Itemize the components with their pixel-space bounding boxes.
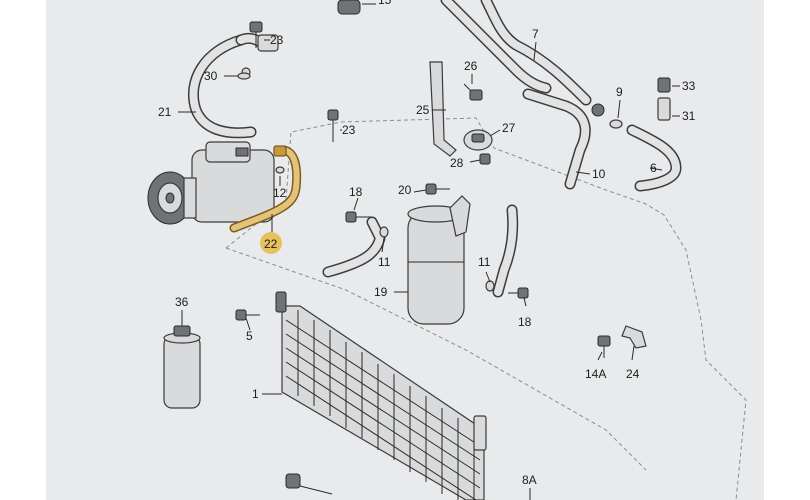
label-14A: 14A bbox=[585, 367, 606, 381]
part-23-bolt-top bbox=[249, 21, 263, 48]
label-23-mid: 23 bbox=[342, 123, 356, 137]
label-26: 26 bbox=[464, 59, 478, 73]
part-24-clip bbox=[621, 325, 647, 349]
part-line-right-of-dryer bbox=[485, 204, 519, 298]
part-23-bolt-mid bbox=[327, 109, 339, 142]
label-6: 6 bbox=[650, 161, 657, 175]
part-bottom-fitting bbox=[285, 473, 333, 495]
part-21-hose bbox=[187, 32, 279, 139]
part-10-pipe bbox=[522, 88, 605, 190]
label-8A: 8A bbox=[522, 473, 537, 487]
label-5: 5 bbox=[246, 329, 253, 343]
part-26-bolt bbox=[463, 83, 483, 101]
label-27: 27 bbox=[502, 121, 516, 135]
label-10: 10 bbox=[592, 167, 606, 181]
label-20: 20 bbox=[398, 183, 412, 197]
part-1-condenser bbox=[275, 291, 487, 500]
label-11-left: 11 bbox=[378, 255, 391, 269]
part-9-seal bbox=[609, 119, 623, 129]
label-30: 30 bbox=[204, 69, 218, 83]
label-15: 15 bbox=[378, 0, 392, 7]
part-14A-bolt bbox=[597, 335, 611, 358]
label-12: 12 bbox=[273, 186, 287, 200]
part-25-bracket bbox=[429, 61, 457, 157]
part-12-oring bbox=[275, 166, 285, 174]
label-18-right: 18 bbox=[518, 315, 532, 329]
diagram-canvas: 15 23 30 21 23 12 22 18 11 20 19 11 18 2… bbox=[147, 0, 747, 500]
compressor bbox=[147, 141, 275, 225]
part-7-hose bbox=[440, 0, 592, 106]
part-28-nut bbox=[479, 153, 491, 165]
label-24: 24 bbox=[626, 367, 640, 381]
part-27-clamp bbox=[463, 129, 493, 151]
label-11-right: 11 bbox=[478, 255, 491, 269]
lower-outline bbox=[225, 247, 647, 471]
label-33: 33 bbox=[682, 79, 696, 93]
part-18-bolt-right bbox=[508, 287, 529, 299]
part-line-to-dryer bbox=[322, 216, 389, 278]
highlight-marker-22 bbox=[260, 232, 282, 254]
ac-parts-diagram: 15 23 30 21 23 12 22 18 11 20 19 11 18 2… bbox=[46, 0, 764, 500]
part-5-bolt bbox=[235, 309, 260, 321]
part-36-canister bbox=[163, 325, 201, 409]
part-20-bolt bbox=[425, 183, 450, 195]
leader-lines bbox=[178, 39, 680, 500]
part-15-fitting bbox=[337, 0, 376, 15]
label-1: 1 bbox=[252, 387, 259, 401]
part-18-bolt-left bbox=[345, 211, 372, 223]
label-19: 19 bbox=[374, 285, 388, 299]
part-31-valve bbox=[657, 97, 671, 121]
label-22: 22 bbox=[264, 237, 278, 251]
label-9: 9 bbox=[616, 85, 623, 99]
part-22-hose-highlighted bbox=[229, 145, 302, 233]
part-33-valve-cap bbox=[657, 77, 671, 93]
assembly-outline bbox=[225, 117, 747, 500]
label-23-top: 23 bbox=[270, 33, 284, 47]
label-18-left: 18 bbox=[349, 185, 363, 199]
label-36: 36 bbox=[175, 295, 189, 309]
label-28: 28 bbox=[450, 156, 464, 170]
label-25: 25 bbox=[416, 103, 430, 117]
part-labels: 15 23 30 21 23 12 22 18 11 20 19 11 18 2… bbox=[158, 0, 696, 487]
label-7: 7 bbox=[532, 27, 539, 41]
label-31: 31 bbox=[682, 109, 696, 123]
part-19-receiver-dryer bbox=[407, 195, 471, 325]
label-21: 21 bbox=[158, 105, 172, 119]
part-30-washer bbox=[237, 72, 251, 80]
part-6-pipe bbox=[626, 124, 682, 192]
